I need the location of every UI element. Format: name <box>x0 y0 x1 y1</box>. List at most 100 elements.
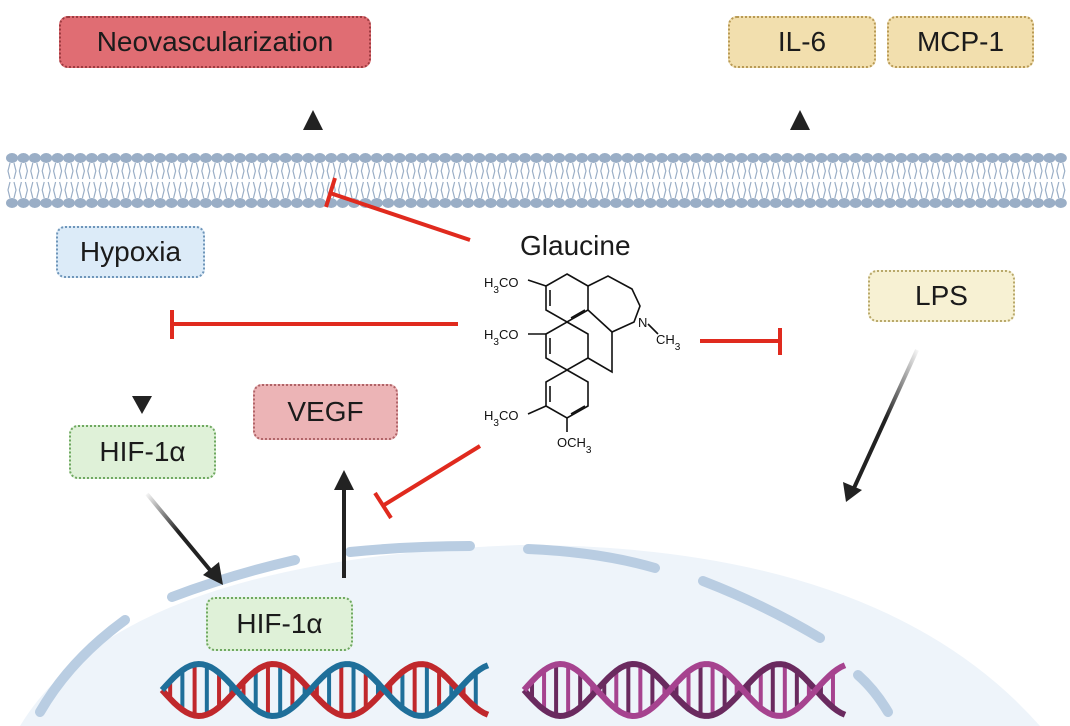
node-hif1a-nucleus: HIF-1α <box>206 597 353 651</box>
lipid-head <box>564 198 577 208</box>
lipid-head <box>507 198 520 208</box>
lipid-head <box>199 198 212 208</box>
lipid-head <box>507 153 520 163</box>
lipid-head <box>439 198 452 208</box>
lipid-tail <box>731 162 735 180</box>
lipid-tail <box>651 181 656 199</box>
lipid-head <box>1054 153 1067 163</box>
lipid-tail <box>52 181 57 199</box>
lipid-tail <box>389 162 393 180</box>
lipid-tail <box>446 181 450 199</box>
lipid-head <box>883 153 896 163</box>
lipid-tail <box>47 162 51 180</box>
lipid-head <box>234 198 246 208</box>
lipid-tail <box>793 181 798 199</box>
lipid-tail <box>520 181 524 199</box>
lipid-tail <box>634 181 638 199</box>
lipid-tail <box>503 181 507 199</box>
lipid-tail <box>622 181 627 199</box>
lipid-tail <box>748 162 752 180</box>
nucleus-envelope-segment <box>345 541 475 557</box>
lipid-tail <box>645 181 649 199</box>
group-h3co-1: H3CO <box>484 275 518 296</box>
lipid-head <box>51 198 64 208</box>
lipid-tail <box>355 162 359 180</box>
lipid-tail <box>754 162 758 180</box>
lipid-tail <box>702 162 706 180</box>
lipid-tail <box>925 162 929 180</box>
lipid-tail <box>109 162 114 180</box>
lipid-head <box>906 198 919 208</box>
lipid-tail <box>834 162 838 180</box>
arrowhead <box>843 482 862 502</box>
lipid-tail <box>1050 181 1055 199</box>
lipid-tail <box>526 162 530 180</box>
lipid-tail <box>70 162 74 180</box>
nucleus-envelope-segment <box>167 555 300 602</box>
lipid-tail <box>121 162 125 180</box>
lipid-tail <box>964 181 969 199</box>
lipid-tail <box>879 181 884 199</box>
nucleus-envelope-segment <box>853 670 893 717</box>
lipid-tail <box>771 181 775 199</box>
lipid-tail <box>663 162 667 180</box>
lipid-head <box>724 198 737 208</box>
lipid-tail <box>321 162 325 180</box>
inhibit-bar <box>373 491 393 520</box>
lipid-tail <box>93 162 97 180</box>
lipid-tail <box>378 181 382 199</box>
lipid-tail <box>18 181 22 199</box>
lipid-tail <box>1062 162 1066 180</box>
lipid-tail <box>508 162 513 180</box>
lipid-head <box>975 153 987 163</box>
lipid-head <box>963 153 976 163</box>
lipid-tail <box>458 162 462 180</box>
lipid-tail <box>104 181 108 199</box>
lipid-tail <box>70 181 74 199</box>
lipid-head <box>85 153 98 163</box>
lipid-tail <box>1050 162 1055 180</box>
lipid-head <box>735 198 748 208</box>
lipid-tail <box>59 181 63 199</box>
lipid-head <box>359 153 372 163</box>
lipid-head <box>256 153 269 163</box>
lipid-tail <box>999 181 1003 199</box>
lipid-tail <box>572 181 576 199</box>
lipid-tail <box>417 181 421 199</box>
lipid-tail <box>668 162 672 180</box>
lipid-head <box>245 198 258 208</box>
lipid-tail <box>218 162 222 180</box>
lipid-head <box>940 198 953 208</box>
lipid-head <box>667 153 680 163</box>
lipid-tail <box>440 162 444 180</box>
lipid-tail <box>184 181 188 199</box>
lipid-tail <box>708 181 713 199</box>
lipid-tail <box>178 162 182 180</box>
lipid-tail <box>394 181 399 199</box>
lipid-tail <box>845 181 849 199</box>
node-il6: IL-6 <box>728 16 876 68</box>
lipid-tail <box>30 162 34 180</box>
lipid-head <box>1020 153 1033 163</box>
lipid-tail <box>7 162 11 180</box>
lipid-tail <box>127 181 131 199</box>
lipid-tail <box>964 162 969 180</box>
lipid-head <box>291 153 303 163</box>
lipid-tail <box>1044 181 1048 199</box>
lipid-tail <box>629 162 633 180</box>
lipid-tail <box>144 181 148 199</box>
lipid-head <box>952 153 965 163</box>
lipid-tail <box>948 181 952 199</box>
lipid-head <box>678 198 691 208</box>
lipid-tail <box>594 181 599 199</box>
lipid-head <box>222 153 235 163</box>
lipid-tail <box>543 162 547 180</box>
lipid-head <box>952 198 965 208</box>
lipid-tail <box>896 181 900 199</box>
lipid-tail <box>435 181 439 199</box>
lipid-tail <box>914 162 918 180</box>
lipid-tail <box>138 181 143 199</box>
lipid-head <box>177 198 189 208</box>
lipid-tail <box>999 162 1003 180</box>
lipid-head <box>256 198 269 208</box>
